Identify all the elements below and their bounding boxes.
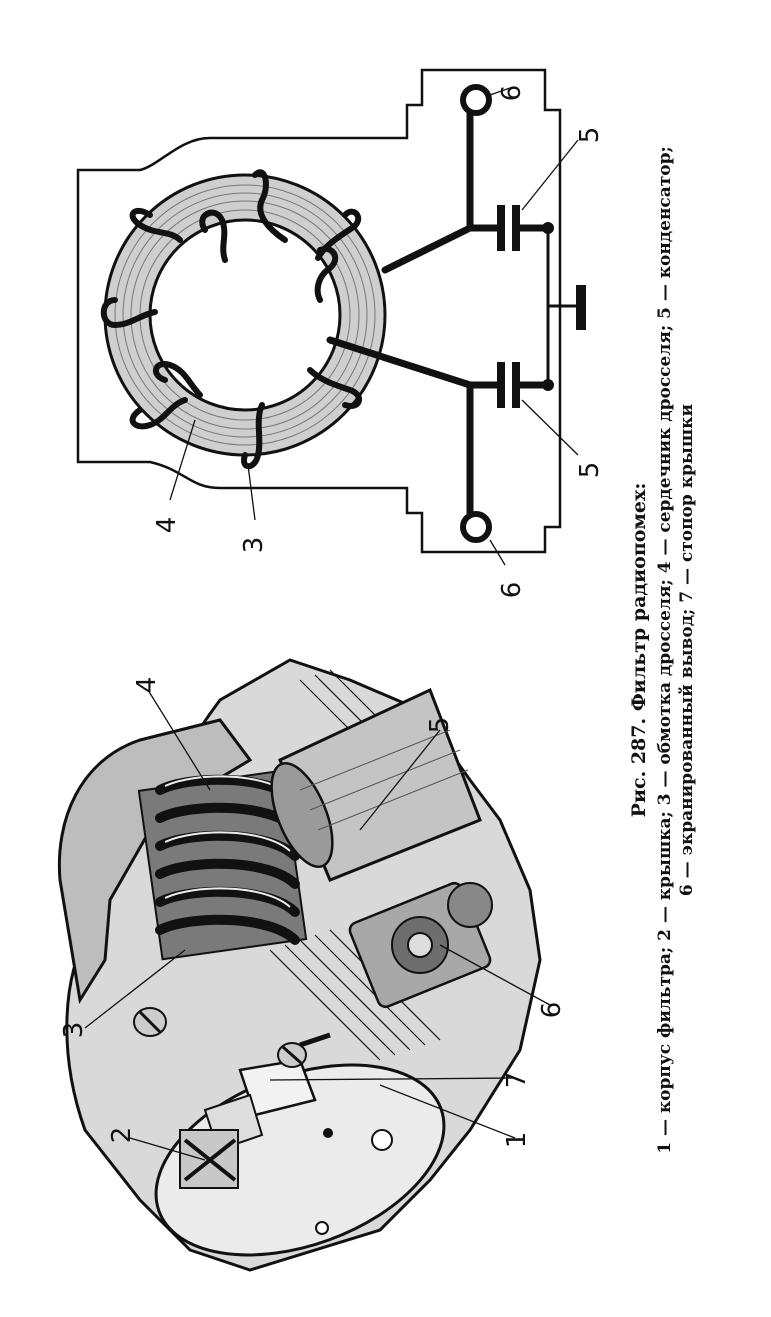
shielded-terminal-top — [460, 84, 492, 116]
choke-winding — [100, 169, 362, 470]
filter-cutaway-illustration: 2 3 4 5 6 7 1 — [57, 658, 567, 1272]
label-4: 4 — [152, 517, 182, 534]
figure-caption: Рис. 287. Фильтр радиопомех: 1 — корпус … — [628, 146, 697, 1154]
caption-line-2: 6 — экранированный вывод; 7 — стопор кры… — [677, 404, 697, 897]
label-6-cutaway: 6 — [537, 1002, 567, 1019]
label-7: 7 — [502, 1072, 532, 1089]
label-6-bottom: 6 — [497, 582, 527, 599]
caption-line-1: 1 — корпус фильтра; 2 — крышка; 3 — обмо… — [655, 146, 675, 1154]
capacitor-cylinder — [270, 687, 482, 882]
label-5-cutaway: 5 — [425, 717, 455, 734]
schematic-labels: 6 5 4 3 5 6 — [152, 85, 605, 599]
cutaway-labels: 2 3 4 5 6 7 1 — [59, 677, 567, 1149]
shielded-output — [348, 881, 493, 1009]
label-3: 3 — [239, 537, 269, 554]
schematic-enclosure — [76, 68, 562, 554]
label-3-cutaway: 3 — [59, 1022, 89, 1039]
label-2: 2 — [107, 1127, 137, 1144]
schematic-leaders — [169, 87, 579, 566]
filter-schematic: 6 5 4 3 5 6 — [76, 68, 605, 599]
capacitor-lower — [497, 362, 554, 408]
mounting-screw-left — [133, 1007, 167, 1037]
ground-bus — [546, 228, 578, 385]
label-4-cutaway: 4 — [132, 677, 162, 694]
label-5-top: 5 — [575, 127, 605, 144]
cutaway-leaders — [84, 689, 551, 1161]
label-6-top: 6 — [497, 85, 527, 102]
choke-coil-cutaway — [137, 769, 308, 961]
label-5-bottom: 5 — [575, 462, 605, 479]
shielded-terminal-bottom — [460, 511, 492, 543]
capacitor-upper — [497, 205, 554, 251]
cover-screw — [179, 1129, 239, 1189]
lock-screw — [277, 1032, 331, 1068]
caption-title: Рис. 287. Фильтр радиопомех: — [628, 483, 650, 818]
ground-symbol — [576, 285, 586, 330]
label-1: 1 — [502, 1132, 532, 1149]
